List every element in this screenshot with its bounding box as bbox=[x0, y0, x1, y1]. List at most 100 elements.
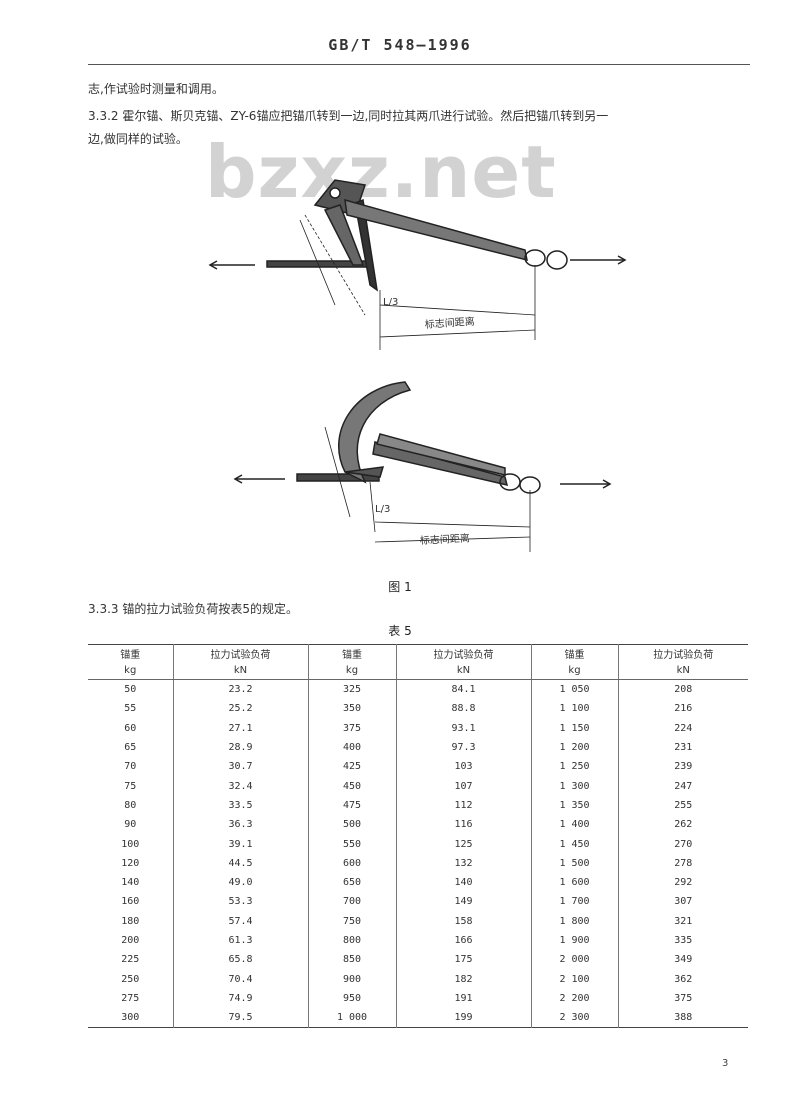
cell-anchor-weight: 80 bbox=[124, 799, 137, 811]
cell-test-load: 166 bbox=[395, 930, 531, 951]
label-third-top: L/3 bbox=[383, 297, 398, 308]
cell-anchor-weight: 50 bbox=[124, 684, 137, 696]
paragraph-line-2: 3.3.2 霍尔锚、斯贝克锚、ZY-6锚应把锚爪转到一边,同时拉其两爪进行试验。… bbox=[88, 109, 609, 123]
cell-test-load: 74.9 bbox=[172, 988, 308, 1009]
cell-anchor-weight: 2 100 bbox=[530, 969, 618, 989]
cell-test-load: 255 bbox=[617, 795, 748, 816]
cell-anchor-weight: 200 bbox=[121, 935, 140, 946]
figure-caption: 图 1 bbox=[388, 580, 412, 594]
header-test-load: 拉力试验负荷 bbox=[617, 644, 748, 662]
table-unit-row: kg kN kg kN kg kN bbox=[88, 662, 748, 680]
cell-test-load: 270 bbox=[617, 834, 748, 854]
cell-test-load: 307 bbox=[617, 892, 748, 912]
cell-test-load: 39.1 bbox=[172, 834, 308, 854]
cell-anchor-weight: 75 bbox=[124, 780, 137, 792]
cell-test-load: 88.8 bbox=[395, 699, 531, 719]
cell-anchor-weight: 1 200 bbox=[530, 737, 618, 758]
cell-anchor-weight: 750 bbox=[307, 911, 396, 931]
cell-test-load: 65.8 bbox=[172, 950, 308, 970]
header-anchor-weight: 锚重 bbox=[307, 644, 396, 662]
label-dim-top: 标志间距离 bbox=[424, 315, 475, 331]
cell-anchor-weight: 2 000 bbox=[530, 950, 618, 970]
cell-anchor-weight: 160 bbox=[121, 896, 140, 908]
cell-test-load: 349 bbox=[617, 950, 748, 970]
cell-test-load: 125 bbox=[395, 834, 531, 854]
cell-anchor-weight: 800 bbox=[307, 930, 396, 951]
cell-anchor-weight: 850 bbox=[307, 950, 396, 970]
cell-test-load: 191 bbox=[395, 988, 531, 1009]
cell-test-load: 292 bbox=[617, 872, 748, 893]
cell-test-load: 362 bbox=[617, 969, 748, 989]
cell-anchor-weight: 70 bbox=[124, 761, 137, 773]
cell-anchor-weight: 1 150 bbox=[530, 718, 618, 738]
cell-test-load: 97.3 bbox=[395, 737, 531, 758]
unit-kn: kN bbox=[172, 662, 308, 680]
cell-test-load: 23.2 bbox=[172, 679, 308, 700]
cell-test-load: 224 bbox=[617, 718, 748, 738]
cell-anchor-weight: 55 bbox=[124, 703, 137, 715]
cell-test-load: 36.3 bbox=[172, 815, 308, 835]
cell-test-load: 44.5 bbox=[172, 853, 308, 873]
unit-kg: kg bbox=[88, 662, 173, 680]
label-third-bottom: L/3 bbox=[375, 504, 390, 515]
cell-test-load: 30.7 bbox=[172, 757, 308, 777]
table-title: 表 5 bbox=[388, 624, 412, 638]
unit-kg: kg bbox=[530, 662, 618, 680]
cell-anchor-weight: 1 900 bbox=[530, 930, 618, 951]
figure-anchor-top: L/3 标志间距离 bbox=[208, 179, 627, 350]
cell-test-load: 182 bbox=[395, 969, 531, 989]
cell-test-load: 103 bbox=[395, 757, 531, 777]
cell-test-load: 149 bbox=[395, 892, 531, 912]
table-header-row: 锚重 拉力试验负荷 锚重 拉力试验负荷 锚重 拉力试验负荷 bbox=[88, 644, 748, 662]
cell-anchor-weight: 1 250 bbox=[530, 757, 618, 777]
cell-anchor-weight: 650 bbox=[307, 872, 396, 893]
cell-test-load: 93.1 bbox=[395, 718, 531, 738]
cell-anchor-weight: 275 bbox=[121, 992, 140, 1004]
cell-anchor-weight: 1 050 bbox=[530, 679, 618, 700]
cell-test-load: 84.1 bbox=[395, 679, 531, 700]
cell-anchor-weight: 1 000 bbox=[307, 1008, 396, 1028]
cell-anchor-weight: 1 400 bbox=[530, 815, 618, 835]
cell-test-load: 388 bbox=[617, 1008, 748, 1028]
cell-anchor-weight: 120 bbox=[121, 857, 140, 869]
paragraph-line-3: 边,做同样的试验。 bbox=[88, 132, 188, 146]
cell-test-load: 199 bbox=[395, 1008, 531, 1028]
header-rule bbox=[88, 64, 750, 65]
cell-anchor-weight: 425 bbox=[307, 757, 396, 777]
cell-anchor-weight: 300 bbox=[121, 1012, 140, 1024]
cell-anchor-weight: 450 bbox=[307, 776, 396, 796]
cell-anchor-weight: 1 350 bbox=[530, 795, 618, 816]
cell-anchor-weight: 60 bbox=[124, 722, 137, 734]
paragraph-line-1: 志,作试验时测量和调用。 bbox=[88, 82, 224, 96]
cell-anchor-weight: 225 bbox=[121, 954, 140, 966]
standard-code-header: GB/T 548—1996 bbox=[328, 36, 472, 54]
cell-anchor-weight: 1 300 bbox=[530, 776, 618, 796]
cell-anchor-weight: 1 600 bbox=[530, 872, 618, 893]
cell-test-load: 33.5 bbox=[172, 795, 308, 816]
cell-anchor-weight: 900 bbox=[307, 969, 396, 989]
cell-test-load: 239 bbox=[617, 757, 748, 777]
cell-anchor-weight: 2 200 bbox=[530, 988, 618, 1009]
cell-anchor-weight: 400 bbox=[307, 737, 396, 758]
cell-test-load: 107 bbox=[395, 776, 531, 796]
cell-test-load: 25.2 bbox=[172, 699, 308, 719]
cell-anchor-weight: 180 bbox=[121, 915, 140, 927]
cell-test-load: 262 bbox=[617, 815, 748, 835]
cell-anchor-weight: 1 500 bbox=[530, 853, 618, 873]
cell-anchor-weight: 700 bbox=[307, 892, 396, 912]
cell-test-load: 32.4 bbox=[172, 776, 308, 796]
cell-test-load: 28.9 bbox=[172, 737, 308, 758]
